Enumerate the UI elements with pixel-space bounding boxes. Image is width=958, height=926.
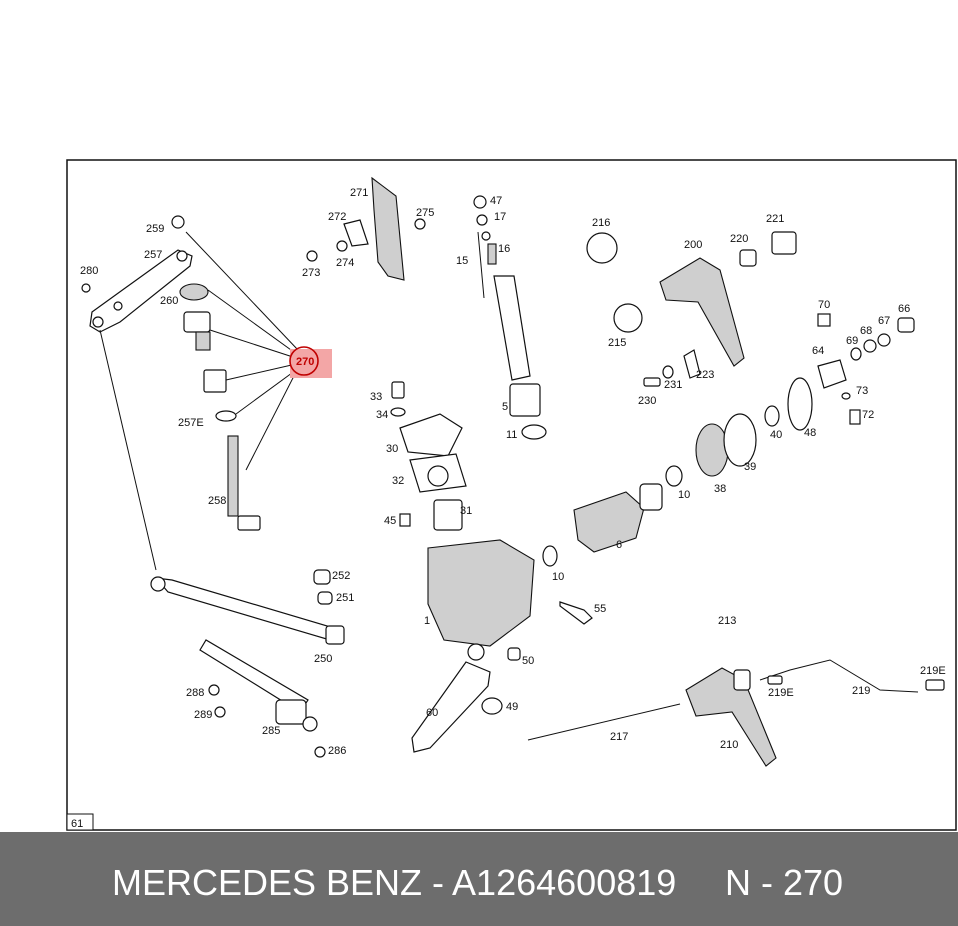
part-label: 1 <box>424 615 430 627</box>
part-label: 251 <box>336 592 354 604</box>
part-label: 288 <box>186 687 204 699</box>
part-label: 230 <box>638 395 656 407</box>
part-label: 231 <box>664 379 682 391</box>
part-label: 55 <box>594 603 606 615</box>
part-label: 66 <box>898 303 910 315</box>
part-label: 250 <box>314 653 332 665</box>
valve-group <box>573 377 813 553</box>
part-label: 210 <box>720 739 738 751</box>
drag-link-group <box>81 215 299 571</box>
part-label: 200 <box>684 239 702 251</box>
part-label: 16 <box>498 243 510 255</box>
part-label: 257 <box>144 249 162 261</box>
part-label: 34 <box>376 409 388 421</box>
part-label: 73 <box>856 385 868 397</box>
part-label: 221 <box>766 213 784 225</box>
part-label: 289 <box>194 709 212 721</box>
part-label: 252 <box>332 570 350 582</box>
highlight-circle <box>289 346 319 376</box>
part-label: 10 <box>552 571 564 583</box>
part-label: 68 <box>860 325 872 337</box>
part-label: 260 <box>160 295 178 307</box>
part-label: 38 <box>714 483 726 495</box>
part-label: 69 <box>846 335 858 347</box>
column-group <box>527 659 945 767</box>
part-label: 39 <box>744 461 756 473</box>
brand-part-number: MERCEDES BENZ - A1264600819 <box>112 862 677 903</box>
part-label: 64 <box>812 345 824 357</box>
part-label: 10 <box>678 489 690 501</box>
part-label: 215 <box>608 337 626 349</box>
part-label: 5 <box>502 401 508 413</box>
part-label: 50 <box>522 655 534 667</box>
page-ref-label: 61 <box>71 818 83 830</box>
highlight-label: 270 <box>296 356 314 368</box>
part-label: 60 <box>426 707 438 719</box>
part-label: 45 <box>384 515 396 527</box>
part-label: 15 <box>456 255 468 267</box>
part-label: 219E <box>768 687 794 699</box>
part-label: 72 <box>862 409 874 421</box>
part-label: 258 <box>208 495 226 507</box>
part-label: 32 <box>392 475 404 487</box>
part-label: 67 <box>878 315 890 327</box>
page-ref-box <box>66 813 94 831</box>
part-label: 216 <box>592 217 610 229</box>
part-label: 259 <box>146 223 164 235</box>
part-label: 223 <box>696 369 714 381</box>
tie-rod-group <box>150 569 345 758</box>
part-label: 11 <box>506 429 517 441</box>
part-label: 286 <box>328 745 346 757</box>
part-label: 257E <box>178 417 204 429</box>
part-label: 271 <box>350 187 368 199</box>
part-label: 275 <box>416 207 434 219</box>
part-label: 6 <box>616 539 622 551</box>
part-label: 217 <box>610 731 628 743</box>
footer-bar: MERCEDES BENZ - A1264600819 N - 270 <box>0 832 958 926</box>
part-label: 272 <box>328 211 346 223</box>
part-label: 274 <box>336 257 354 269</box>
parts-diagram: 61 270 <box>66 159 957 831</box>
part-label: 30 <box>386 443 398 455</box>
part-labels: 259 257 280 260 257E 258 271 272 273 274… <box>80 187 946 757</box>
part-label: 33 <box>370 391 382 403</box>
part-label: 40 <box>770 429 782 441</box>
part-label: 70 <box>818 299 830 311</box>
diagram-frame <box>66 159 957 831</box>
part-label: 219 <box>852 685 870 697</box>
part-label: 285 <box>262 725 280 737</box>
part-label: 47 <box>490 195 502 207</box>
part-label: 220 <box>730 233 748 245</box>
part-label: 280 <box>80 265 98 277</box>
part-label: 213 <box>718 615 736 627</box>
diagram-position-code: N - 270 <box>725 862 844 903</box>
steering-gear-group <box>390 381 593 753</box>
part-label: 273 <box>302 267 320 279</box>
pump-group <box>586 231 915 425</box>
part-label: 31 <box>460 505 472 517</box>
part-label: 48 <box>804 427 816 439</box>
shaft-group <box>306 176 547 440</box>
part-label: 219E <box>920 665 946 677</box>
part-label: 17 <box>494 211 506 223</box>
part-label: 49 <box>506 701 518 713</box>
